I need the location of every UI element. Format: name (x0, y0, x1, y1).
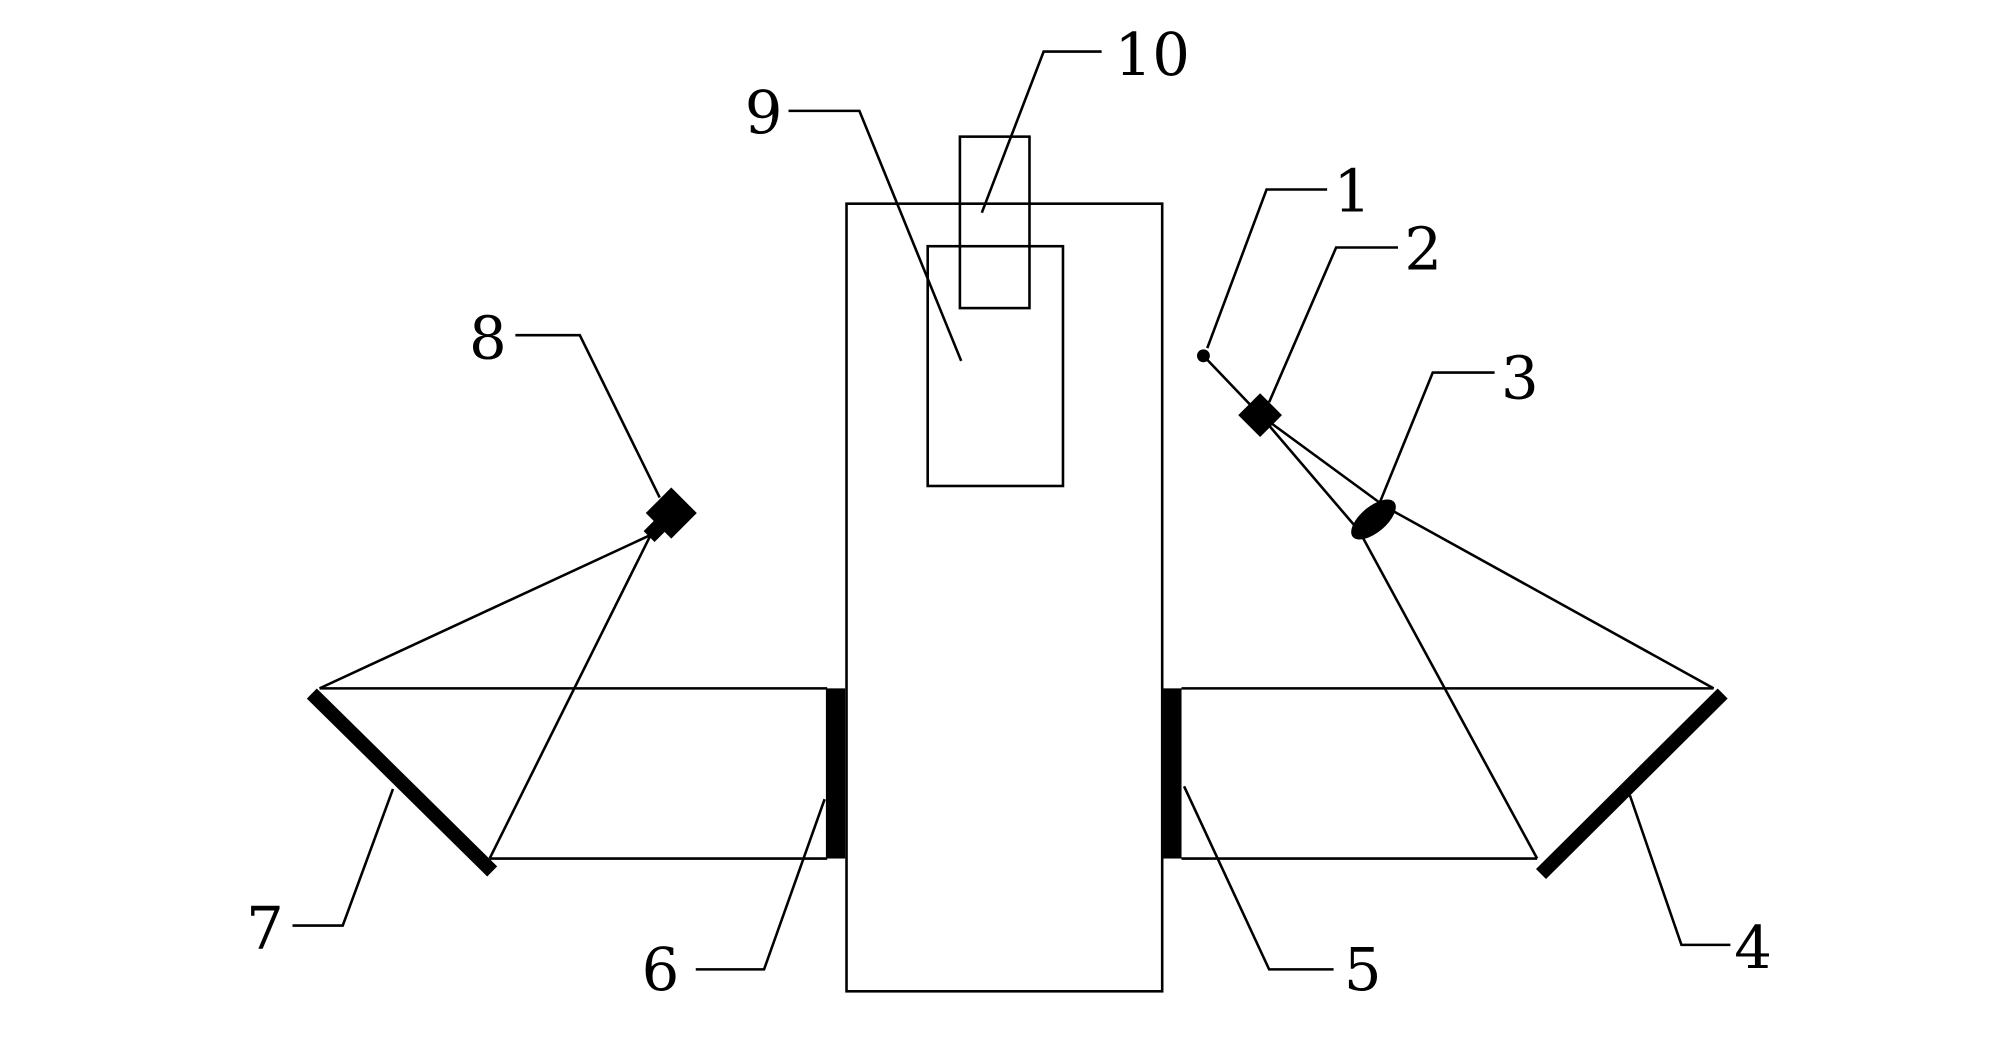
reflector-4 (1536, 688, 1728, 880)
label-2: 2 (1404, 214, 1442, 283)
label-1: 1 (1334, 156, 1372, 225)
leader-9 (788, 109, 963, 362)
label-6: 6 (642, 935, 680, 1004)
light-source-1 (1196, 349, 1210, 363)
label-8: 8 (469, 303, 507, 372)
detector-8-lens (643, 520, 666, 543)
lens-3 (1351, 499, 1396, 540)
label-7: 7 (246, 894, 284, 963)
ray-2-3-lower (1259, 414, 1361, 532)
leader-2 (1267, 246, 1398, 403)
label-10: 10 (1115, 20, 1190, 89)
leader-7 (292, 788, 395, 927)
label-9: 9 (745, 78, 783, 147)
ray-2-3-upper (1259, 414, 1386, 508)
right-ray-lower (1358, 530, 1539, 860)
mirror-5 (1163, 688, 1182, 859)
label-4: 4 (1734, 913, 1772, 982)
leader-4 (1628, 794, 1731, 947)
label-5: 5 (1344, 935, 1382, 1004)
leader-5 (1182, 785, 1334, 971)
leader-3 (1377, 371, 1495, 506)
left-ray-upper (318, 533, 652, 690)
main-body (845, 202, 1164, 993)
right-ray-upper (1384, 505, 1715, 690)
mirror-6 (825, 688, 846, 859)
component-9-box (926, 244, 1065, 488)
component-10-block (958, 135, 1031, 310)
leader-6 (695, 798, 826, 971)
leader-1 (1206, 188, 1328, 349)
leader-10 (980, 50, 1102, 214)
leader-8 (515, 333, 661, 499)
reflector-7 (306, 688, 498, 877)
label-3: 3 (1501, 343, 1539, 412)
left-ray-lower (488, 534, 652, 860)
